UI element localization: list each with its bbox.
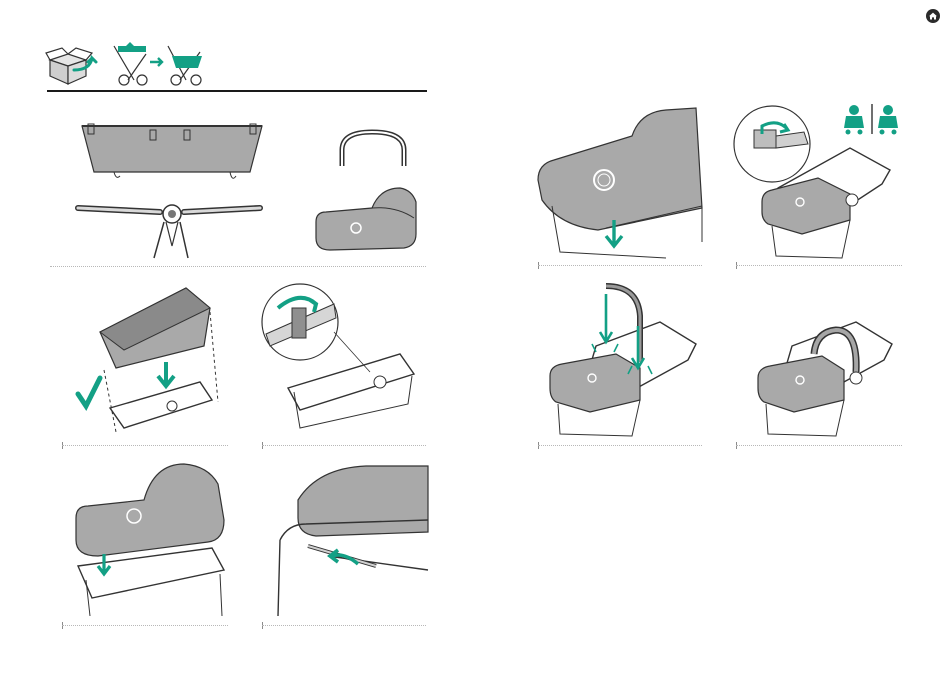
house-icon xyxy=(926,9,940,23)
step-attach-to-seat xyxy=(732,96,902,258)
step-place-cover xyxy=(60,460,230,616)
arrow-down-icon xyxy=(600,294,612,342)
arrow-curve-icon xyxy=(330,550,358,564)
home-button[interactable] xyxy=(926,9,940,23)
step-separator xyxy=(62,625,228,626)
step-separator xyxy=(736,445,902,446)
arrow-down-icon xyxy=(98,554,110,574)
parts-overview xyxy=(60,110,430,265)
step-separator xyxy=(736,265,902,266)
carry-handle-part xyxy=(342,132,404,166)
step-insert-fabric xyxy=(60,282,230,438)
parent-facing-icon xyxy=(844,105,864,135)
step-insert-handle xyxy=(536,282,706,438)
step-result xyxy=(732,282,902,438)
step-clip-fabric xyxy=(258,282,428,438)
arrow-right-icon xyxy=(150,58,162,66)
stroller-seat-icon xyxy=(114,42,147,85)
stroller-bassinet-icon xyxy=(168,46,202,85)
arrow-down-icon xyxy=(158,362,174,386)
apron-cover-part xyxy=(316,188,416,250)
checkmark-icon xyxy=(78,378,100,406)
step-separator xyxy=(62,445,228,446)
step-separator xyxy=(262,445,426,446)
step-fasten-cover xyxy=(536,96,706,258)
step-separator xyxy=(262,625,426,626)
header-rule xyxy=(47,90,427,92)
bassinet-frame-part xyxy=(78,205,260,258)
parts-separator xyxy=(50,266,426,267)
step-separator xyxy=(538,445,702,446)
header-icons xyxy=(44,40,224,88)
world-facing-icon xyxy=(878,105,898,135)
open-box-icon xyxy=(46,48,96,84)
step-separator xyxy=(538,265,702,266)
step-tuck-cover xyxy=(258,460,428,616)
bassinet-fabric-part xyxy=(82,124,262,178)
